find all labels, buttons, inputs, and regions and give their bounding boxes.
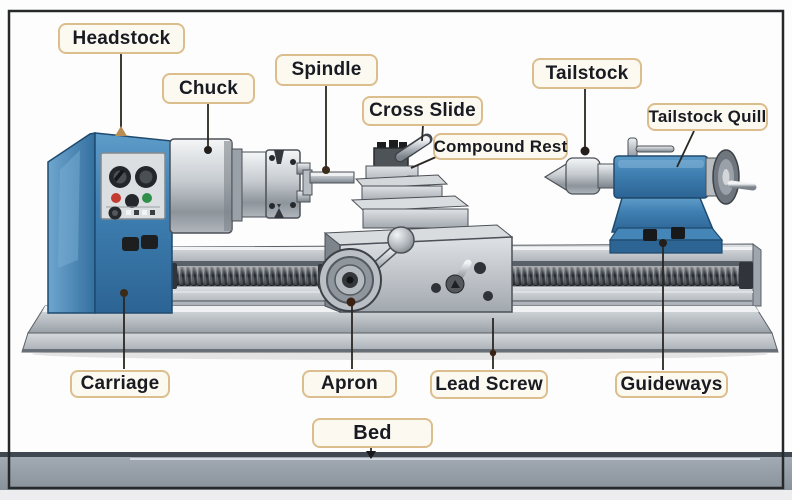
green-indicator-light — [142, 193, 152, 203]
leader-lines — [115, 53, 695, 459]
label-headstock: Headstock — [58, 23, 185, 54]
label-guideways: Guideways — [615, 371, 728, 398]
cross-slide — [350, 174, 470, 229]
carriage-assembly — [318, 133, 514, 313]
label-cross-slide: Cross Slide — [362, 96, 483, 126]
label-lead-screw: Lead Screw — [430, 370, 548, 399]
bed-base — [21, 305, 779, 353]
apron-handwheel — [318, 226, 415, 312]
label-carriage: Carriage — [70, 370, 170, 398]
tailstock — [543, 137, 757, 254]
label-tailstock-quill: Tailstock Quill — [647, 103, 768, 131]
label-bed: Bed — [312, 418, 433, 448]
bottom-bed-strip — [0, 452, 792, 500]
label-compound-rest: Compound Rest — [433, 133, 568, 160]
headstock-control-panel — [100, 152, 166, 220]
frame-border — [7, 9, 785, 490]
chuck — [169, 138, 313, 234]
headstock — [47, 132, 173, 314]
label-tailstock: Tailstock — [532, 58, 642, 89]
label-chuck: Chuck — [162, 73, 255, 104]
label-apron: Apron — [302, 370, 397, 398]
label-spindle: Spindle — [275, 54, 378, 86]
spindle-workpiece — [309, 171, 355, 184]
red-indicator-light — [111, 193, 121, 203]
